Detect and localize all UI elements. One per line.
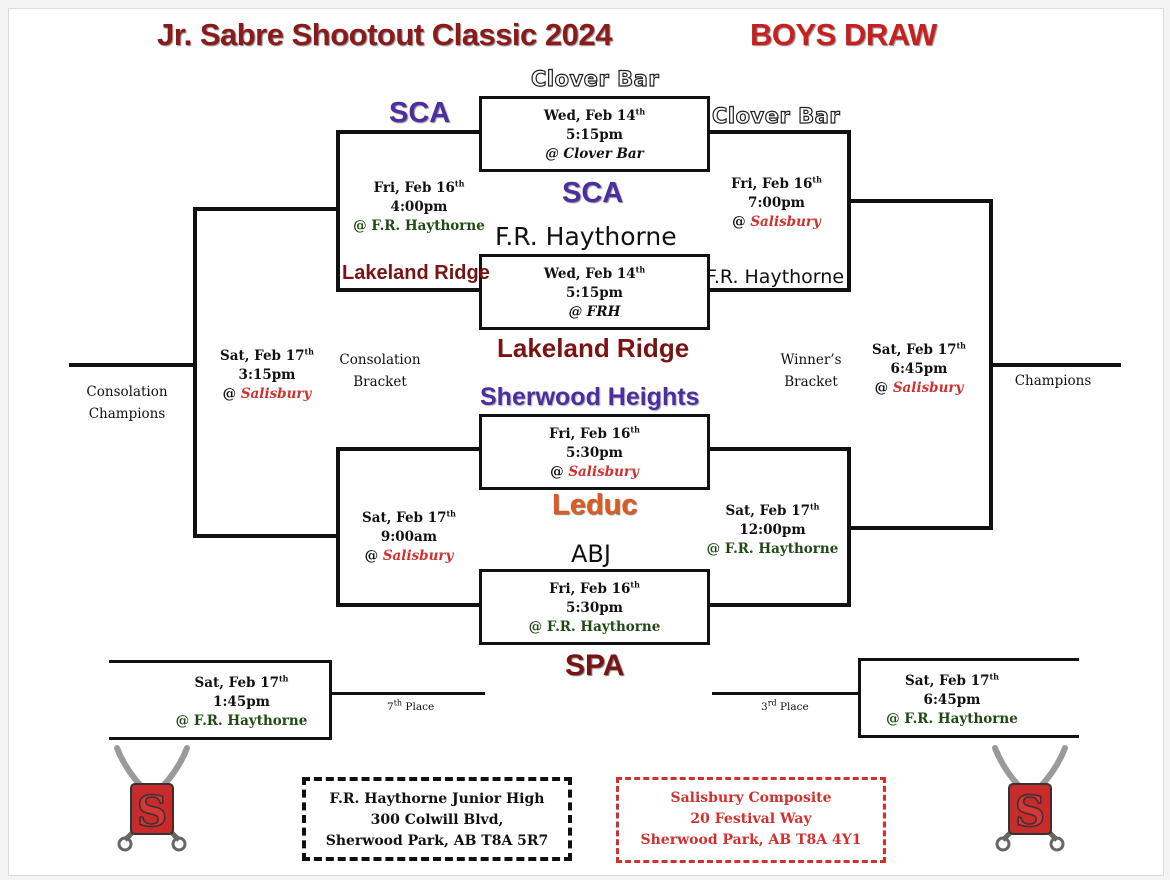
game-info: Sat, Feb 17th 9:00am @ Salisbury: [361, 508, 456, 565]
champions-label: Champions: [1014, 373, 1092, 389]
bracket-line: [712, 692, 861, 695]
bracket-line: [858, 735, 1079, 738]
bracket-line: [989, 363, 1121, 367]
sabre-logo-icon: S: [114, 745, 190, 852]
game-box-frh-lakeland: [479, 254, 710, 330]
bracket-line: [858, 658, 861, 738]
bracket-line: [858, 658, 1079, 661]
draw-title: BOYS DRAW: [750, 17, 937, 52]
bracket-line: [336, 603, 482, 607]
bracket-line: [707, 447, 850, 451]
game-info: Sat, Feb 17th 12:00pm @ F.R. Haythorne: [706, 501, 839, 558]
logo-letter: S: [1015, 787, 1045, 836]
team-fr-haythorne: F.R. Haythorne: [495, 222, 677, 251]
team-clover-bar: Clover Bar: [530, 66, 660, 91]
bracket-line: [707, 130, 850, 134]
game-info: Fri, Feb 16th 5:30pm @ F.R. Haythorne: [528, 579, 661, 636]
seventh-place-label: 7th Place: [387, 698, 435, 713]
bracket-line: [336, 288, 482, 292]
game-info: Fri, Feb 16th 4:00pm @ F.R. Haythorne: [353, 178, 485, 235]
team-lakeland-ridge: Lakeland Ridge: [342, 262, 490, 284]
bracket-line: [336, 447, 340, 607]
team-spa: SPA: [565, 649, 625, 682]
bracket-line: [193, 207, 339, 211]
game-box-sherwood-leduc: [479, 414, 710, 490]
game-box-abj-spa: [479, 569, 710, 645]
team-sca: SCA: [562, 177, 624, 209]
team-abj: ABJ: [571, 540, 611, 568]
bracket-line: [336, 447, 482, 451]
third-place-label: 3rd Place: [761, 698, 809, 713]
team-sherwood-heights: Sherwood Heights: [480, 383, 700, 411]
bracket-line: [193, 207, 197, 537]
game-info: Wed, Feb 14th 5:15pm @ Clover Bar: [543, 106, 646, 163]
bracket-line: [69, 363, 196, 367]
venue-frh: F.R. Haythorne Junior High 300 Colwill B…: [302, 777, 572, 861]
game-info: Fri, Feb 16th 5:30pm @ Salisbury: [549, 424, 640, 481]
bracket-line: [193, 534, 339, 538]
game-info: Sat, Feb 17th 6:45pm @ F.R. Haythorne: [886, 671, 1018, 728]
game-info: Fri, Feb 16th 7:00pm @ Salisbury: [731, 174, 822, 231]
team-sca: SCA: [389, 97, 451, 129]
venue-salisbury: Salisbury Composite 20 Festival Way Sher…: [616, 777, 886, 863]
bracket-line: [329, 692, 485, 695]
bracket-line: [336, 130, 482, 134]
bracket-line: [847, 130, 851, 292]
game-info: Wed, Feb 14th 5:15pm @ FRH: [543, 264, 646, 321]
bracket-line: [109, 737, 332, 740]
page-title: Jr. Sabre Shootout Classic 2024: [157, 17, 612, 52]
game-box-clover-sca: [479, 96, 710, 172]
bracket-line: [847, 199, 993, 203]
logo-letter: S: [137, 787, 167, 836]
team-leduc: Leduc: [552, 489, 638, 521]
bracket-sheet: Jr. Sabre Shootout Classic 2024 BOYS DRA…: [8, 8, 1164, 876]
game-info: Sat, Feb 17th 1:45pm @ F.R. Haythorne: [175, 673, 308, 730]
bracket-line: [847, 526, 993, 530]
team-lakeland-ridge: Lakeland Ridge: [497, 333, 690, 363]
bracket-line: [336, 130, 340, 292]
game-info: Sat, Feb 17th 6:45pm @ Salisbury: [871, 340, 966, 397]
team-fr-haythorne: F.R. Haythorne: [706, 266, 845, 288]
game-info: Sat, Feb 17th 3:15pm @ Salisbury: [219, 346, 314, 403]
bracket-line: [329, 660, 332, 740]
bracket-line: [707, 288, 850, 292]
sabre-logo-icon: S: [992, 745, 1068, 852]
bracket-line: [109, 660, 332, 663]
bracket-line: [707, 603, 850, 607]
team-clover-bar: Clover Bar: [711, 103, 841, 128]
